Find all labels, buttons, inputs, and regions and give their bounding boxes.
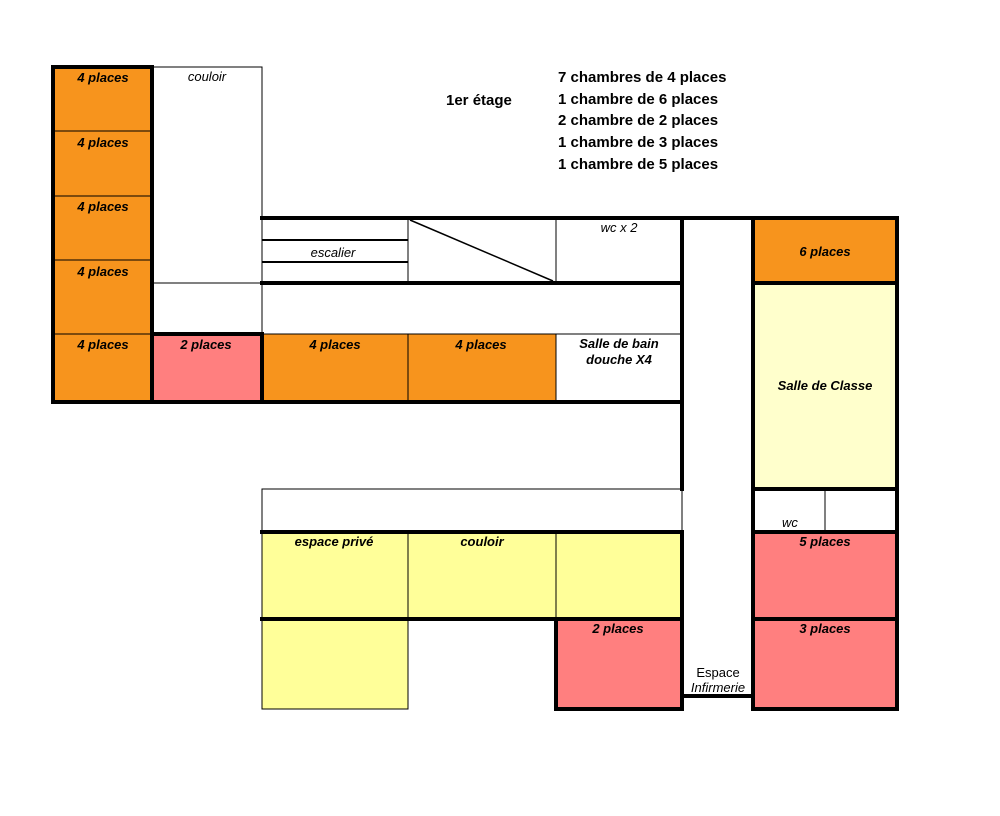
wc-top[interactable] — [555, 217, 683, 284]
room-6p-label: 6 places — [799, 244, 850, 259]
corridor-middle — [261, 282, 683, 335]
stairs[interactable]: escalier — [261, 217, 409, 284]
wc-top-label: wc x 2 — [601, 220, 639, 235]
room-4p-mid-2[interactable] — [407, 333, 557, 403]
left-room-column: 4 places 4 places 4 places 4 places 4 pl… — [52, 66, 153, 403]
room-2p-bottom[interactable] — [555, 618, 683, 710]
summary-line: 1 chambre de 5 places — [558, 155, 719, 173]
room-left-4[interactable] — [52, 259, 153, 335]
private-space[interactable] — [261, 531, 409, 620]
room-left-3[interactable] — [52, 195, 153, 261]
room-left-5-label: 4 places — [76, 337, 128, 352]
bathroom-label-line2: douche X4 — [586, 352, 653, 367]
room-left-1[interactable] — [52, 66, 153, 132]
classroom-label: Salle de Classe — [778, 378, 873, 393]
summary-line: 7 chambres de 4 places — [558, 69, 727, 86]
wall-segment — [260, 216, 899, 711]
infirmary-label-line1: Espace — [696, 665, 739, 680]
room-2p-top-label: 2 places — [179, 337, 231, 352]
capacity-summary: 7 chambres de 4 places 1 chambre de 6 pl… — [558, 67, 726, 176]
corridor-bottom[interactable] — [407, 531, 557, 620]
room-left-5[interactable] — [52, 333, 153, 403]
wall-segment — [51, 65, 154, 404]
bathroom-label-line1: Salle de bain — [579, 336, 659, 351]
summary-line: 1 chambre de 6 places — [558, 90, 719, 108]
corridor-top[interactable] — [151, 66, 263, 284]
corridor-bottom-strip — [261, 488, 683, 533]
summary-line: 1 chambre de 3 places — [558, 134, 719, 152]
room-4p-mid-2-label: 4 places — [454, 337, 506, 352]
room-2p-bottom-label: 2 places — [591, 621, 643, 636]
yellow-room-lower[interactable] — [261, 618, 409, 710]
stairs-block — [261, 217, 409, 284]
private-space-label: espace privé — [295, 534, 374, 549]
room-4p-mid-1-label: 4 places — [308, 337, 360, 352]
corridor-vertical — [681, 217, 754, 697]
room-3p-label: 3 places — [799, 621, 850, 636]
wall-segment — [51, 65, 684, 404]
corridor-top-label: couloir — [188, 69, 227, 84]
room-5p-label: 5 places — [799, 534, 850, 549]
corridor-bottom-label: couloir — [460, 534, 504, 549]
room-left-3-label: 4 places — [76, 199, 128, 214]
yellow-room-unlabeled[interactable] — [555, 531, 683, 620]
summary-line: 2 chambre de 2 places — [558, 112, 719, 130]
room-6p[interactable] — [752, 217, 898, 284]
corridor-link — [151, 282, 263, 335]
room-5p[interactable] — [752, 531, 898, 620]
room-left-2-label: 4 places — [76, 135, 128, 150]
stairwell-diagonal — [409, 219, 554, 282]
room-2p-top[interactable] — [151, 333, 263, 403]
stairs-label: escalier — [311, 245, 356, 260]
infirmary-label-line2: Infirmerie — [691, 680, 745, 695]
exterior-walls — [51, 65, 899, 711]
wc-right-label: wc — [782, 515, 798, 530]
room-left-2[interactable] — [52, 130, 153, 197]
room-left-4-label: 4 places — [76, 264, 128, 279]
floor-title: 1er étage — [446, 92, 512, 109]
classroom[interactable] — [752, 282, 898, 490]
room-left-1-label: 4 places — [76, 70, 128, 85]
